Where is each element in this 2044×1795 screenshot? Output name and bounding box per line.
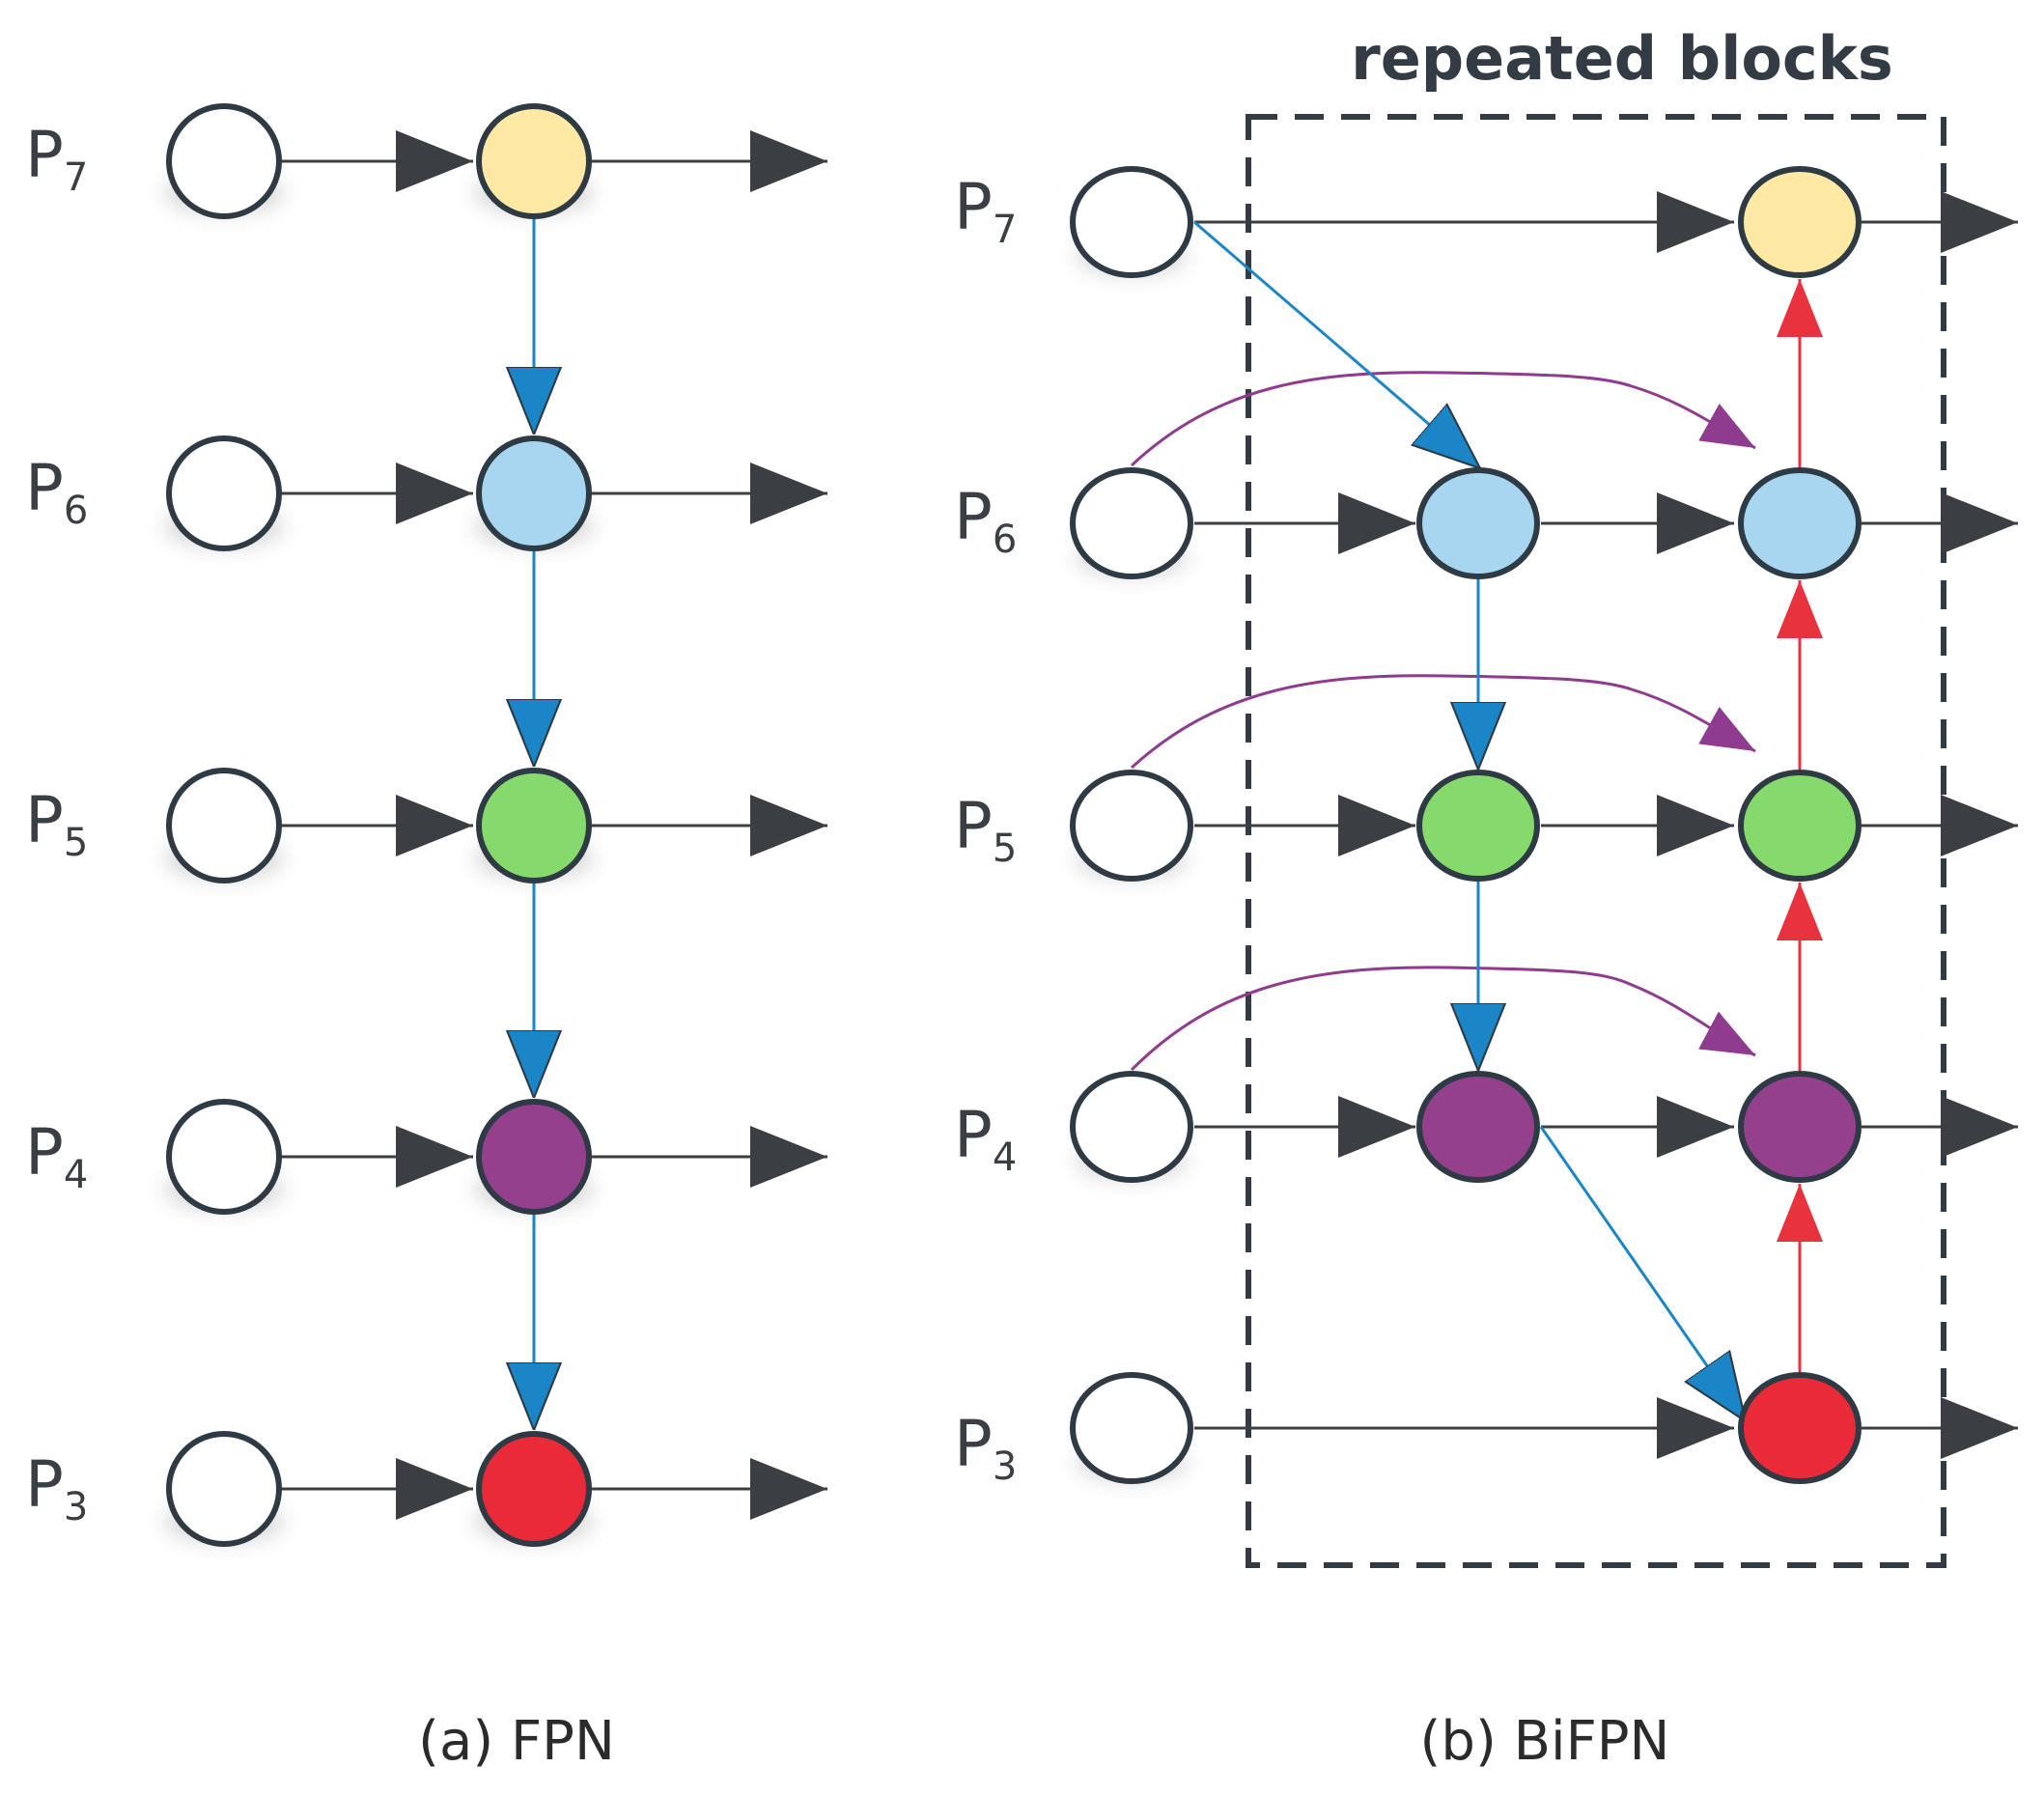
bifpn-intermediate-node-p4 bbox=[1416, 1071, 1540, 1183]
bifpn-label-p7: P7 bbox=[954, 170, 1017, 252]
fpn-input-node-p7 bbox=[166, 103, 282, 219]
fpn-label-p4: P4 bbox=[25, 1115, 88, 1197]
fpn-caption: (a) FPN bbox=[418, 1710, 615, 1773]
bifpn-output-node-p4 bbox=[1738, 1071, 1862, 1183]
bifpn-panel: repeated blocks P7 P6 P5 P4 P3 bbox=[954, 23, 2018, 1773]
bifpn-intermediate-node-p6 bbox=[1416, 467, 1540, 579]
fpn-output-node-p4 bbox=[476, 1099, 592, 1215]
bifpn-output-node-p7 bbox=[1738, 166, 1862, 278]
fpn-label-p3: P3 bbox=[25, 1447, 88, 1529]
fpn-output-node-p3 bbox=[476, 1431, 592, 1547]
fpn-label-p5: P5 bbox=[25, 783, 88, 865]
bifpn-output-node-p6 bbox=[1738, 467, 1862, 579]
bifpn-output-node-p5 bbox=[1738, 770, 1862, 882]
fpn-output-node-p5 bbox=[476, 768, 592, 883]
bifpn-label-p6: P6 bbox=[954, 480, 1017, 562]
bifpn-input-node-p3 bbox=[1070, 1372, 1193, 1484]
fpn-input-node-p3 bbox=[166, 1431, 282, 1547]
fpn-output-node-p6 bbox=[476, 435, 592, 551]
bifpn-input-node-p4 bbox=[1070, 1071, 1193, 1183]
bifpn-label-p4: P4 bbox=[954, 1098, 1017, 1180]
fpn-input-node-p5 bbox=[166, 768, 282, 883]
bifpn-input-node-p5 bbox=[1070, 770, 1193, 882]
bifpn-label-p3: P3 bbox=[954, 1407, 1017, 1489]
bifpn-skip-arrow-p6 bbox=[1130, 371, 1756, 467]
bifpn-skip-arrow-p4 bbox=[1130, 966, 1756, 1072]
bifpn-caption: (b) BiFPN bbox=[1420, 1710, 1670, 1773]
bifpn-intermediate-node-p5 bbox=[1416, 770, 1540, 882]
bifpn-input-node-p7 bbox=[1070, 166, 1193, 278]
bifpn-topdown-arrow-p7-p6 bbox=[1193, 220, 1480, 468]
fpn-input-node-p6 bbox=[166, 435, 282, 551]
fpn-input-node-p4 bbox=[166, 1099, 282, 1215]
bifpn-label-p5: P5 bbox=[954, 789, 1017, 871]
repeated-blocks-title: repeated blocks bbox=[1351, 23, 1893, 94]
bifpn-topdown-arrow-p4-p3 bbox=[1539, 1126, 1746, 1421]
bifpn-output-node-p3 bbox=[1738, 1372, 1862, 1484]
fpn-panel: P7 P6 P5 P4 P3 bbox=[25, 103, 827, 1773]
fpn-label-p7: P7 bbox=[25, 118, 88, 200]
fpn-output-node-p7 bbox=[476, 103, 592, 219]
bifpn-input-node-p6 bbox=[1070, 467, 1193, 579]
bifpn-skip-arrow-p5 bbox=[1130, 674, 1756, 770]
fpn-label-p6: P6 bbox=[25, 451, 88, 533]
